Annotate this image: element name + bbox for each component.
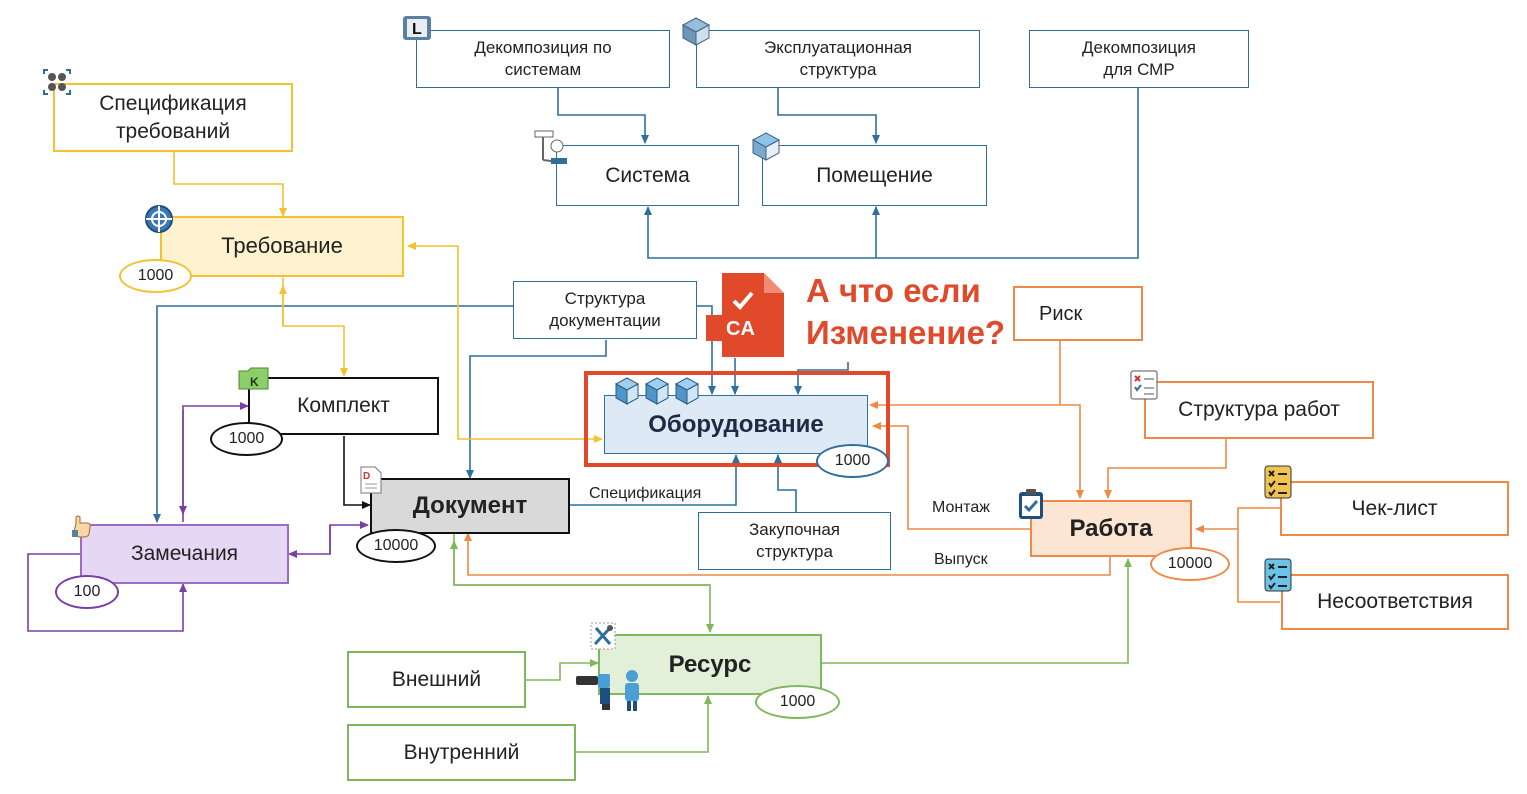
tools-icon [590,622,616,650]
node-vnutrenniy[interactable]: Внутренний [347,724,576,781]
node-label: Декомпозиция по системам [474,37,612,79]
node-spetsifikatsiya-trebovaniy[interactable]: Спецификация требований [53,83,293,152]
badge-value: 10000 [373,537,419,554]
node-dekompozitsiya-po-sistemam[interactable]: Декомпозиция по системам [416,30,670,88]
node-label: Спецификация требований [99,92,247,143]
node-label: Работа [1069,514,1153,542]
doc-badge-text: CA [726,318,755,340]
node-label: Помещение [816,163,933,187]
building-icon [680,16,712,46]
node-sistema[interactable]: Система [556,145,739,206]
svg-text:D: D [363,471,370,482]
node-nesootvetstviya[interactable]: Несоответствия [1281,574,1509,630]
crosshair-icon [144,204,174,234]
node-risk[interactable]: Риск [1013,286,1143,341]
count-badge-zamechaniya: 100 [55,575,119,609]
node-label: Оборудование [648,410,824,438]
valve-icon [533,128,569,168]
node-ekspluatatsionnaya-struktura[interactable]: Эксплуатационная структура [696,30,980,88]
node-chek-list[interactable]: Чек-лист [1280,481,1509,536]
node-label: Эксплуатационная структура [763,37,913,79]
count-badge-rabota: 10000 [1150,547,1230,581]
node-label: Риск [1039,302,1083,325]
node-label: Закупочная структура [748,519,841,561]
badge-value: 1000 [834,452,871,469]
node-label: Замечания [130,542,239,566]
l-block-icon: L [402,14,432,42]
badge-value: 100 [73,583,101,600]
cubes-icon [612,376,704,406]
checklist-yellow-icon [1264,465,1292,499]
grid-dots-icon [42,68,72,96]
badge-value: 10000 [1167,555,1213,572]
node-struktura-rabot[interactable]: Структура работ [1144,381,1374,439]
node-label: Комплект [297,394,390,418]
node-label: Чек-лист [1351,496,1438,520]
callout-text: А что если Изменение? [806,270,1005,354]
node-label: Ресурс [668,650,752,678]
callout-line-1: А что если [806,272,981,309]
node-label: Декомпозиция для СМР [1082,37,1196,79]
node-komplekt[interactable]: Комплект [248,377,439,435]
callout-line-2: Изменение? [806,314,1006,351]
badge-value: 1000 [137,267,174,284]
count-badge-komplekt: 1000 [210,422,283,456]
node-label: Структура документации [549,288,661,330]
node-zakupochnaya-struktura[interactable]: Закупочная структура [698,512,891,570]
clipboard-icon [1017,488,1045,520]
node-label: Документ [412,492,528,520]
node-zamechaniya[interactable]: Замечания [80,524,289,584]
node-vneshniy[interactable]: Внешний [347,651,526,708]
node-label: Несоответствия [1317,590,1473,614]
hand-icon [70,514,94,538]
node-trebovanie[interactable]: Требование [160,216,404,277]
badge-value: 1000 [779,693,816,710]
edge-label-spetsifikatsiya: Спецификация [589,485,702,502]
count-badge-trebovanie: 1000 [119,259,192,293]
node-oborudovanie[interactable]: Оборудование [604,395,868,454]
checklist-icon [1130,370,1158,400]
badge-value: 1000 [228,430,265,447]
node-pomeshchenie[interactable]: Помещение [762,145,987,206]
node-label: Внешний [391,667,482,691]
checklist-blue-icon [1264,558,1292,592]
node-rabota[interactable]: Работа [1030,500,1192,557]
count-badge-resurs: 1000 [755,685,840,719]
count-badge-oborudovanie: 1000 [816,444,889,478]
node-label: Структура работ [1178,398,1340,422]
svg-text:L: L [412,21,422,38]
edge-label-montazh: Монтаж [932,499,990,516]
count-badge-dokument: 10000 [356,529,436,563]
node-label: Система [605,163,690,187]
node-struktura-dokumentatsii[interactable]: Структура документации [513,281,697,339]
folder-k-icon: K [238,367,270,391]
red-document-icon: CA [706,271,786,359]
node-dekompozitsiya-smr[interactable]: Декомпозиция для СМР [1029,30,1249,88]
worker-icon [574,668,646,712]
room-icon [750,131,782,161]
node-label: Требование [221,233,343,259]
edge-label-vypusk: Выпуск [934,551,988,568]
node-dokument[interactable]: Документ [370,478,570,534]
highlight-frame [584,371,890,467]
node-label: Внутренний [403,740,520,764]
document-icon: D [360,466,382,494]
svg-text:K: K [250,375,259,389]
